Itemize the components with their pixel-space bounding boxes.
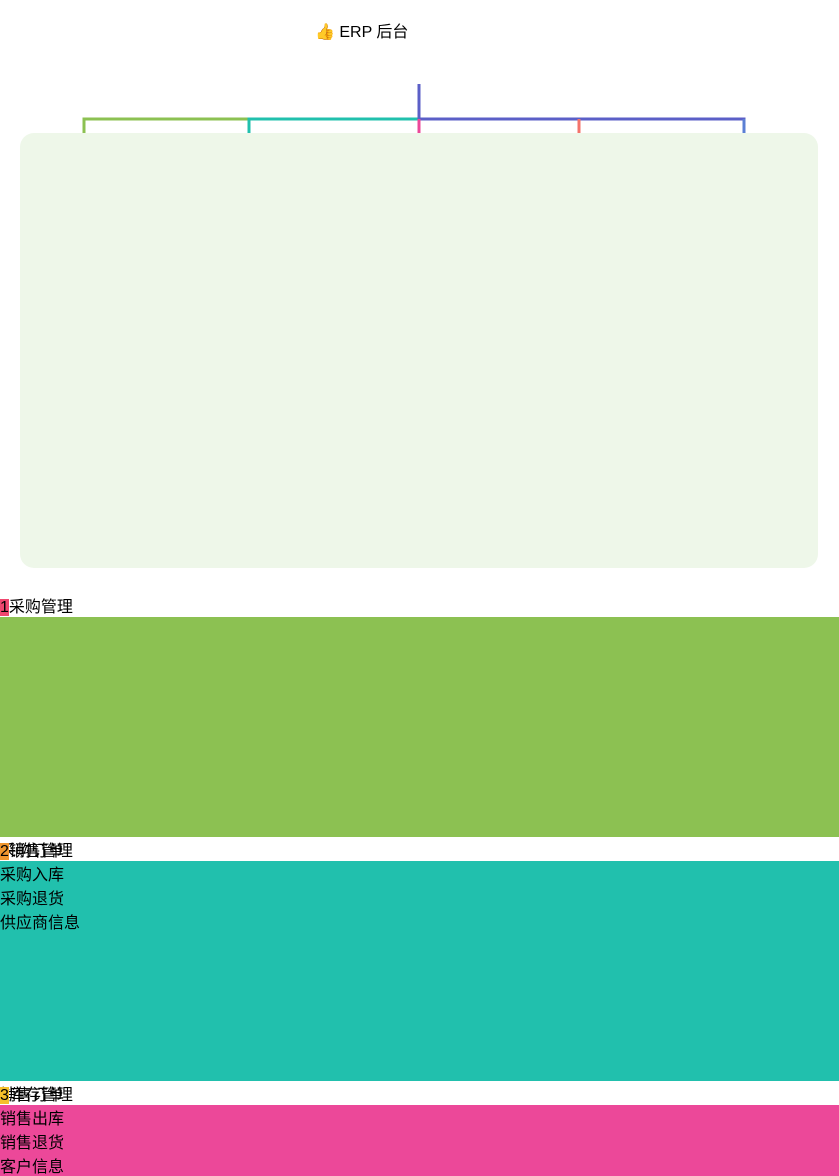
branch-item-label: 采购退货 xyxy=(0,891,65,908)
branch-number-badge: 1 xyxy=(0,599,9,616)
branch-number-badge: 3 xyxy=(0,1087,9,1104)
root-title: ERP 后台 xyxy=(339,24,409,41)
branch-item-list: 仓库信息产品库存其它出库其它入库库存调拨库存盘点出库库明细 xyxy=(0,1105,839,1176)
branch-item-list: 销售订单销售出库销售退货客户信息 xyxy=(0,861,839,1176)
branch-item-label: 销售退货 xyxy=(0,1135,65,1152)
branch-header-3[interactable]: 3库存管理 xyxy=(0,1081,839,1105)
branch-title: 采购管理 xyxy=(8,599,73,616)
branch-item-label: 客户信息 xyxy=(0,1159,65,1176)
connector-lines xyxy=(82,84,746,141)
branch-item-list: 采购订单采购入库采购退货供应商信息 xyxy=(0,617,839,932)
branch-spine xyxy=(0,1105,839,1176)
branch-spine xyxy=(0,861,839,1081)
branch-column-1: 1采购管理采购订单采购入库采购退货供应商信息 xyxy=(0,593,839,932)
root-node[interactable]: 👍 ERP 后台 xyxy=(315,18,523,84)
branches-panel xyxy=(20,133,818,568)
branch-item-label: 采购入库 xyxy=(0,867,65,884)
thumbs-up-icon: 👍 xyxy=(315,24,335,41)
branch-spine xyxy=(0,617,839,837)
branch-header-2[interactable]: 2销售管理 xyxy=(0,837,839,861)
branch-item-label: 供应商信息 xyxy=(0,915,81,932)
branch-title: 销售管理 xyxy=(8,843,73,860)
branch-header-1[interactable]: 1采购管理 xyxy=(0,593,839,617)
branch-column-3: 3库存管理仓库信息产品库存其它出库其它入库库存调拨库存盘点出库库明细 xyxy=(0,1081,839,1176)
branch-item-label: 销售出库 xyxy=(0,1111,65,1128)
branch-title: 库存管理 xyxy=(8,1087,73,1104)
branch-column-2: 2销售管理销售订单销售出库销售退货客户信息 xyxy=(0,837,839,1176)
branch-number-badge: 2 xyxy=(0,843,9,860)
